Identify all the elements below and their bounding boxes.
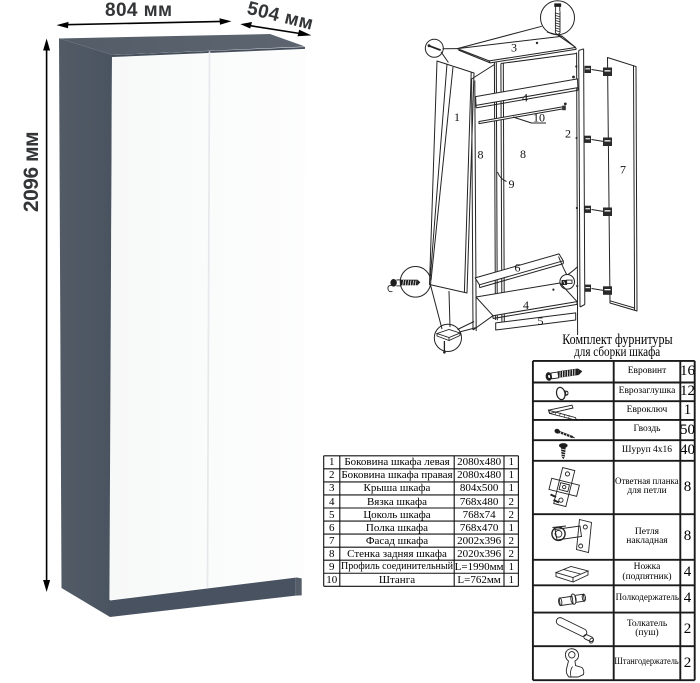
svg-text:8: 8 [520,147,526,161]
svg-text:6: 6 [515,261,521,275]
svg-text:2: 2 [565,127,571,141]
svg-text:10: 10 [533,111,545,125]
svg-text:9: 9 [509,177,515,191]
svg-text:7: 7 [620,163,626,177]
svg-text:8: 8 [478,148,484,162]
svg-text:5: 5 [538,314,544,328]
svg-text:4: 4 [523,298,529,312]
svg-text:4: 4 [522,91,528,105]
svg-text:3: 3 [511,41,517,55]
svg-text:1: 1 [454,110,460,124]
